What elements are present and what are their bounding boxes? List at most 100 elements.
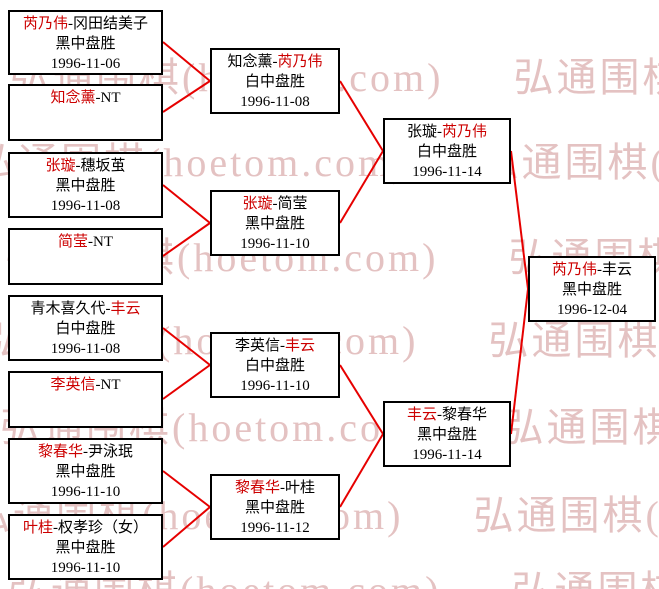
- match-result: 白中盘胜: [244, 358, 305, 374]
- player-name: 青木喜久代-: [30, 301, 111, 317]
- match-date: 1996-11-12: [240, 520, 310, 536]
- player-name: -黎春华: [437, 407, 487, 423]
- winner-name: 简莹: [57, 234, 88, 250]
- match-result: [10, 252, 161, 272]
- bracket-connector: [162, 41, 211, 82]
- match-players: 张璇-穗坂茧: [10, 156, 161, 176]
- match-box-sf-2: 丰云-黎春华 黑中盘胜 1996-11-14: [383, 401, 511, 467]
- match-date: 1996-11-08: [50, 198, 121, 214]
- bracket-connector: [162, 364, 211, 400]
- watermark-text: 弘通围棋(hoetom.com): [488, 318, 659, 363]
- match-date: [10, 128, 161, 148]
- match-date: [10, 415, 161, 435]
- match-box-r1-7: 黎春华-尹泳珉 黑中盘胜 1996-11-10: [8, 438, 163, 504]
- winner-name: 黎春华: [37, 444, 83, 460]
- player-name: -简莹: [272, 196, 308, 212]
- player-name: -丰云: [597, 262, 632, 278]
- bracket-connector: [510, 288, 529, 435]
- match-players: 青木喜久代-丰云: [10, 299, 161, 319]
- winner-name: 知念薰: [50, 90, 96, 106]
- winner-name: 张璇: [242, 196, 273, 212]
- match-date: [10, 272, 161, 292]
- winner-name: 张璇: [45, 158, 76, 174]
- match-date: 1996-11-14: [412, 164, 482, 180]
- match-result: 黑中盘胜: [55, 178, 116, 194]
- match-players: 知念薰-芮乃伟: [212, 52, 338, 72]
- bracket-connector: [510, 150, 529, 290]
- bracket-connector: [162, 506, 211, 548]
- match-result: 黑中盘胜: [55, 464, 116, 480]
- player-name: -穗坂茧: [75, 158, 126, 174]
- match-players: 李英信-丰云: [212, 336, 338, 356]
- match-box-r1-4: 简莹-NT: [8, 228, 163, 285]
- winner-name: 芮乃伟: [277, 54, 323, 70]
- match-players: 芮乃伟-冈田结美子: [10, 14, 161, 34]
- match-box-r2-3: 李英信-丰云 白中盘胜 1996-11-10: [210, 332, 340, 398]
- match-date: 1996-11-14: [412, 447, 482, 463]
- match-date: 1996-11-10: [50, 560, 121, 576]
- match-date: 1996-11-06: [50, 56, 121, 72]
- winner-name: 李英信: [50, 377, 96, 393]
- player-name: -NT: [88, 234, 113, 250]
- match-date: 1996-11-08: [50, 341, 121, 357]
- match-result: [10, 395, 161, 415]
- bracket-connector: [162, 470, 211, 508]
- match-box-r2-4: 黎春华-叶桂 黑中盘胜 1996-11-12: [210, 474, 340, 540]
- winner-name: 芮乃伟: [441, 124, 487, 140]
- match-box-sf-1: 张璇-芮乃伟 白中盘胜 1996-11-14: [383, 118, 511, 184]
- winner-name: 黎春华: [234, 480, 280, 496]
- match-date: 1996-11-08: [240, 94, 310, 110]
- winner-name: 丰云: [284, 338, 315, 354]
- watermark-text: 弘通围棋(hoetom.com): [513, 55, 659, 100]
- match-date: 1996-11-10: [50, 484, 121, 500]
- match-date: 1996-11-10: [240, 236, 310, 252]
- winner-name: 丰云: [406, 407, 437, 423]
- bracket-connector: [162, 80, 211, 113]
- match-result: 白中盘胜: [244, 74, 305, 90]
- match-box-final: 芮乃伟-丰云 黑中盘胜 1996-12-04: [528, 256, 656, 322]
- match-result: 黑中盘胜: [561, 282, 622, 298]
- match-players: 简莹-NT: [10, 232, 161, 252]
- match-box-r1-1: 芮乃伟-冈田结美子 黑中盘胜 1996-11-06: [8, 10, 163, 75]
- match-result: [10, 108, 161, 128]
- player-name: -尹泳珉: [83, 444, 133, 460]
- match-result: 白中盘胜: [416, 144, 477, 160]
- player-name: 李英信-: [234, 338, 285, 354]
- bracket-connector: [339, 150, 384, 224]
- player-name: 张璇-: [406, 124, 442, 140]
- watermark-text: 弘通围棋(hoetom.com): [503, 405, 659, 450]
- player-name: -NT: [95, 90, 121, 106]
- winner-name: 芮乃伟: [22, 16, 68, 32]
- match-players: 张璇-简莹: [212, 194, 338, 214]
- match-date: 1996-12-04: [557, 302, 627, 318]
- match-box-r2-1: 知念薰-芮乃伟 白中盘胜 1996-11-08: [210, 48, 340, 114]
- match-box-r1-3: 张璇-穗坂茧 黑中盘胜 1996-11-08: [8, 152, 163, 218]
- bracket-connector: [339, 364, 384, 435]
- bracket-connector: [339, 433, 384, 508]
- winner-name: 丰云: [110, 301, 141, 317]
- match-box-r1-6: 李英信-NT: [8, 371, 163, 428]
- match-date: 1996-11-10: [240, 378, 310, 394]
- match-box-r1-8: 叶桂-权孝珍（女） 黑中盘胜 1996-11-10: [8, 514, 163, 580]
- match-players: 李英信-NT: [10, 375, 161, 395]
- match-result: 黑中盘胜: [55, 36, 116, 52]
- player-name: -冈田结美子: [68, 16, 148, 32]
- player-name: 知念薰-: [227, 54, 278, 70]
- match-players: 黎春华-尹泳珉: [10, 442, 161, 462]
- match-players: 黎春华-叶桂: [212, 478, 338, 498]
- match-box-r1-5: 青木喜久代-丰云 白中盘胜 1996-11-08: [8, 295, 163, 361]
- player-name: -叶桂: [280, 480, 315, 496]
- match-result: 黑中盘胜: [416, 427, 477, 443]
- winner-name: 芮乃伟: [551, 262, 597, 278]
- match-result: 白中盘胜: [55, 321, 116, 337]
- match-result: 黑中盘胜: [244, 500, 305, 516]
- winner-name: 叶桂: [22, 520, 53, 536]
- match-result: 黑中盘胜: [244, 216, 305, 232]
- bracket-connector: [162, 222, 211, 257]
- match-box-r1-2: 知念薰-NT: [8, 84, 163, 141]
- match-players: 丰云-黎春华: [385, 405, 509, 425]
- match-players: 张璇-芮乃伟: [385, 122, 509, 142]
- match-result: 黑中盘胜: [55, 540, 116, 556]
